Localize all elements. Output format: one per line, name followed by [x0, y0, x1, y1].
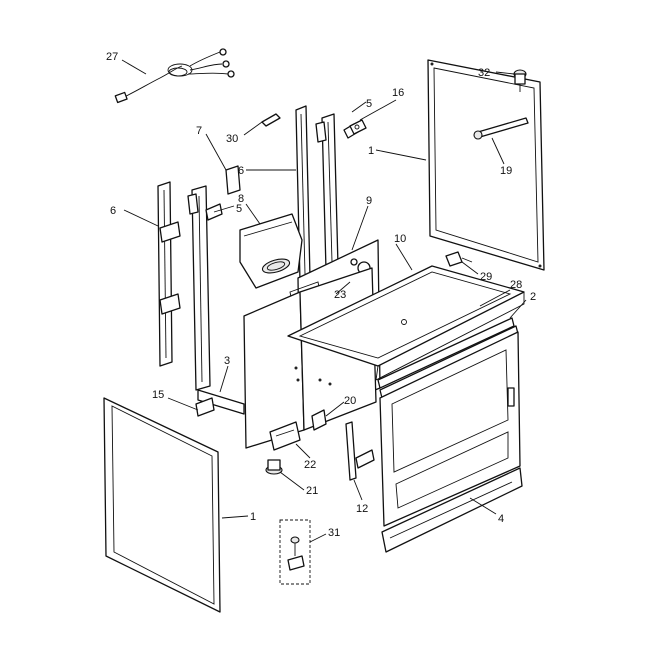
- callout-9: 9: [366, 195, 372, 207]
- callout-20: 20: [344, 395, 356, 407]
- callout-8: 8: [238, 193, 244, 205]
- callout-3: 3: [224, 355, 230, 367]
- part-bottom-rail: [197, 389, 245, 415]
- part-spacer: [195, 397, 215, 417]
- callout-10: 10: [394, 233, 406, 245]
- callout-1-top: 1: [368, 145, 374, 157]
- callout-12: 12: [356, 503, 368, 515]
- part-right-front-post: [315, 113, 359, 271]
- callout-7: 7: [196, 125, 202, 137]
- part-bottom-base: [381, 467, 523, 553]
- part-leveler: [265, 459, 283, 475]
- part-hinge-rod: [473, 117, 529, 140]
- callout-31: 31: [328, 527, 340, 539]
- part-left-front-post: [187, 185, 223, 391]
- callout-1-bottom: 1: [250, 511, 256, 523]
- callout-21: 21: [306, 485, 318, 497]
- part-vent-box: [239, 213, 303, 289]
- callout-19: 19: [500, 165, 512, 177]
- callout-labels: 27 7 30 5 16 32 6 1 19 8 5 6 9 10 29 23 …: [106, 51, 536, 539]
- callout-27: 27: [106, 51, 118, 63]
- part-bracket-rod: [345, 421, 375, 481]
- callout-29: 29: [480, 271, 492, 283]
- part-side-panel-lower: [103, 397, 221, 613]
- part-bracket-7: [225, 165, 241, 195]
- callout-23: 23: [334, 289, 346, 301]
- callout-28: 28: [510, 279, 522, 291]
- callout-6-center: 6: [238, 165, 244, 177]
- part-clip: [349, 119, 367, 135]
- callout-32: 32: [478, 67, 490, 79]
- callout-30: 30: [226, 133, 238, 145]
- callout-16: 16: [392, 87, 404, 99]
- callout-5-mid: 5: [236, 203, 242, 215]
- part-rear-panel: [427, 59, 545, 271]
- callout-22: 22: [304, 459, 316, 471]
- callout-4: 4: [498, 513, 504, 525]
- part-hardware-kit: [279, 519, 311, 585]
- part-power-cord: [114, 48, 235, 104]
- part-small-bracket: [261, 113, 281, 127]
- callout-2: 2: [530, 291, 536, 303]
- part-clip-20: [311, 409, 327, 431]
- part-front-frame: [379, 331, 521, 527]
- callout-6-left: 6: [110, 205, 116, 217]
- part-screw: [445, 251, 473, 267]
- leader-lines: [121, 59, 527, 543]
- part-burner-bracket: [269, 421, 301, 451]
- callout-5-top: 5: [366, 98, 372, 110]
- callout-15: 15: [152, 389, 164, 401]
- part-top-panel: [287, 265, 525, 381]
- part-left-side-rail: [157, 181, 181, 367]
